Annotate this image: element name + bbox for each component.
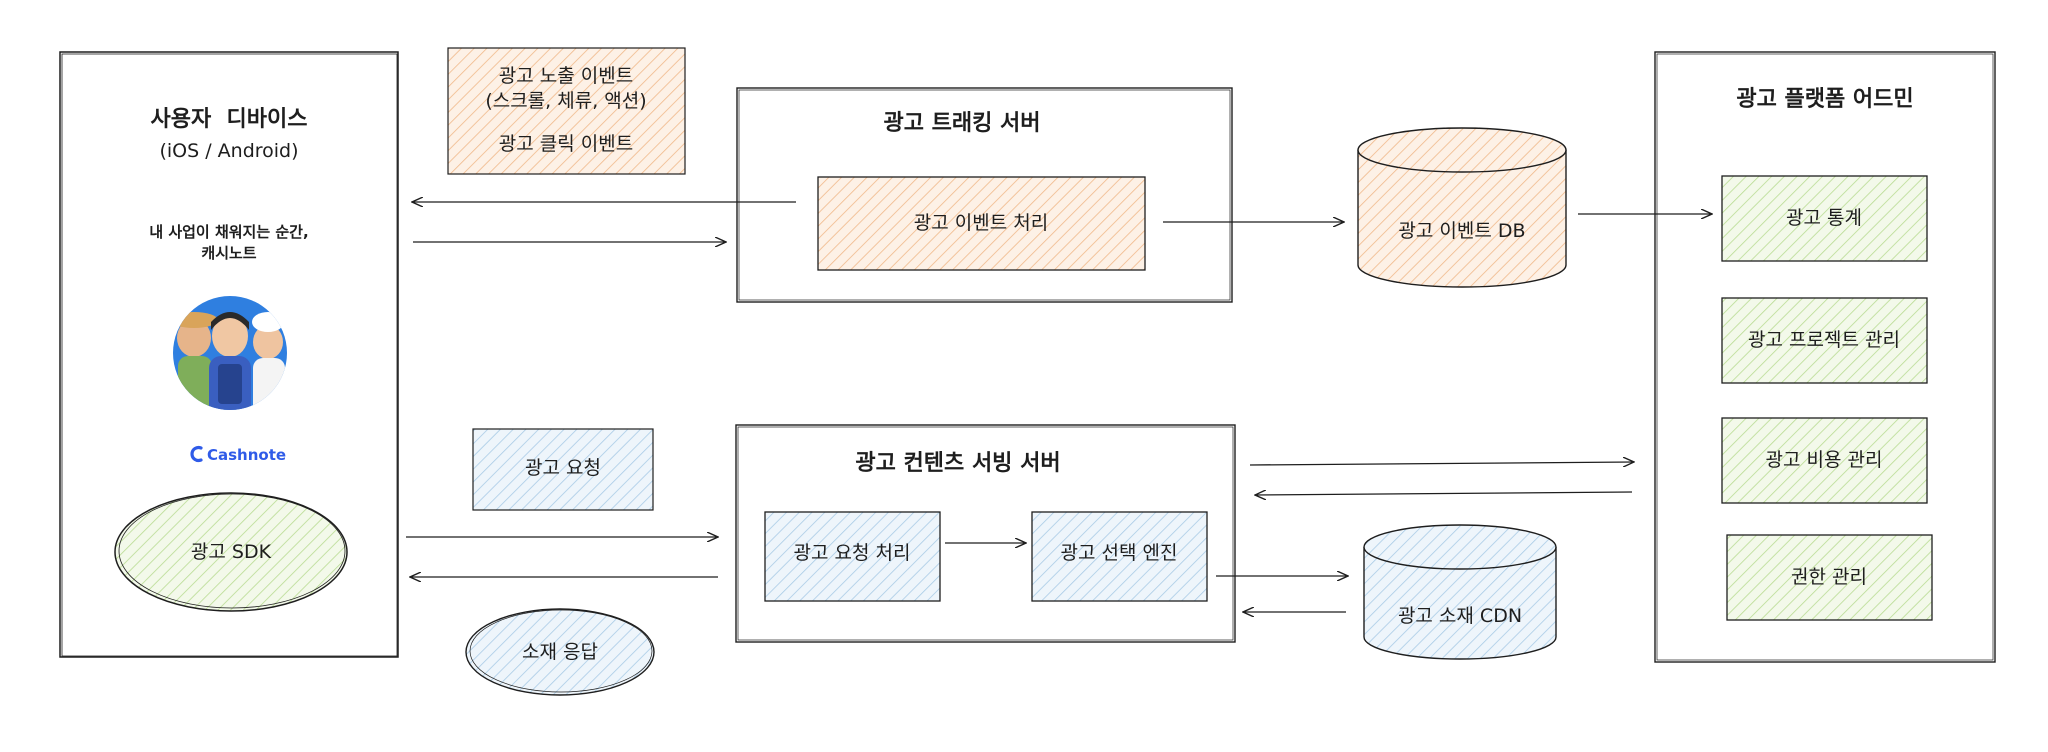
serving-server-container — [735, 424, 1236, 643]
event-note-line1: 광고 노출 이벤트 — [499, 65, 633, 87]
device-subtitle: (iOS / Android) — [159, 140, 298, 162]
admin-container — [1654, 51, 1996, 663]
ad-cdn-label: 광고 소재 CDN — [1398, 605, 1522, 627]
event-note-line3: 광고 클릭 이벤트 — [499, 133, 633, 155]
selection-engine-label: 광고 선택 엔진 — [1061, 542, 1178, 564]
request-note-label: 광고 요청 — [525, 457, 601, 479]
ad-cdn-cylinder — [1363, 524, 1557, 660]
admin-item-projects — [1721, 297, 1928, 384]
request-note-box — [472, 428, 654, 511]
event-db-cylinder — [1357, 127, 1567, 288]
admin-item-costs — [1721, 417, 1928, 504]
admin-item-stats-label: 광고 통계 — [1786, 207, 1862, 229]
admin-title: 광고 플랫폼 어드민 — [1736, 87, 1913, 112]
admin-item-costs-label: 광고 비용 관리 — [1766, 449, 1883, 471]
response-note-bubble — [465, 608, 655, 696]
ad-sdk-node — [114, 492, 348, 612]
three-business-owners-avatar-icon — [173, 296, 287, 410]
admin-item-stats — [1721, 175, 1928, 262]
selection-engine-box — [1031, 511, 1208, 602]
admin-item-projects-label: 광고 프로젝트 관리 — [1748, 329, 1900, 351]
arrow-admin-to-serving-upper — [1249, 462, 1634, 465]
event-db-label: 광고 이벤트 DB — [1398, 220, 1525, 242]
ad-sdk-label: 광고 SDK — [191, 541, 272, 563]
response-note-label: 소재 응답 — [522, 641, 598, 663]
device-title: 사용자 디바이스 — [151, 107, 308, 132]
device-tagline-line2: 캐시노트 — [201, 244, 256, 262]
brand-name: Cashnote — [207, 446, 286, 464]
admin-item-permissions-label: 권한 관리 — [1791, 566, 1867, 588]
serving-server-title: 광고 컨텐츠 서빙 서버 — [855, 451, 1060, 476]
event-note-line2: (스크롤, 체류, 액션) — [485, 90, 646, 112]
event-processing-label: 광고 이벤트 처리 — [914, 212, 1048, 234]
arrow-admin-to-serving-lower — [1255, 492, 1633, 495]
request-processing-box — [764, 511, 941, 602]
cashnote-logo: Cashnote — [190, 445, 286, 464]
event-note-box — [447, 47, 686, 175]
event-processing-box — [817, 176, 1146, 271]
device-tagline-line1: 내 사업이 채워지는 순간, — [149, 223, 308, 241]
admin-item-permissions — [1726, 534, 1933, 621]
tracking-server-title: 광고 트래킹 서버 — [884, 111, 1041, 136]
tracking-server-container — [736, 87, 1233, 303]
request-processing-label: 광고 요청 처리 — [794, 542, 911, 564]
